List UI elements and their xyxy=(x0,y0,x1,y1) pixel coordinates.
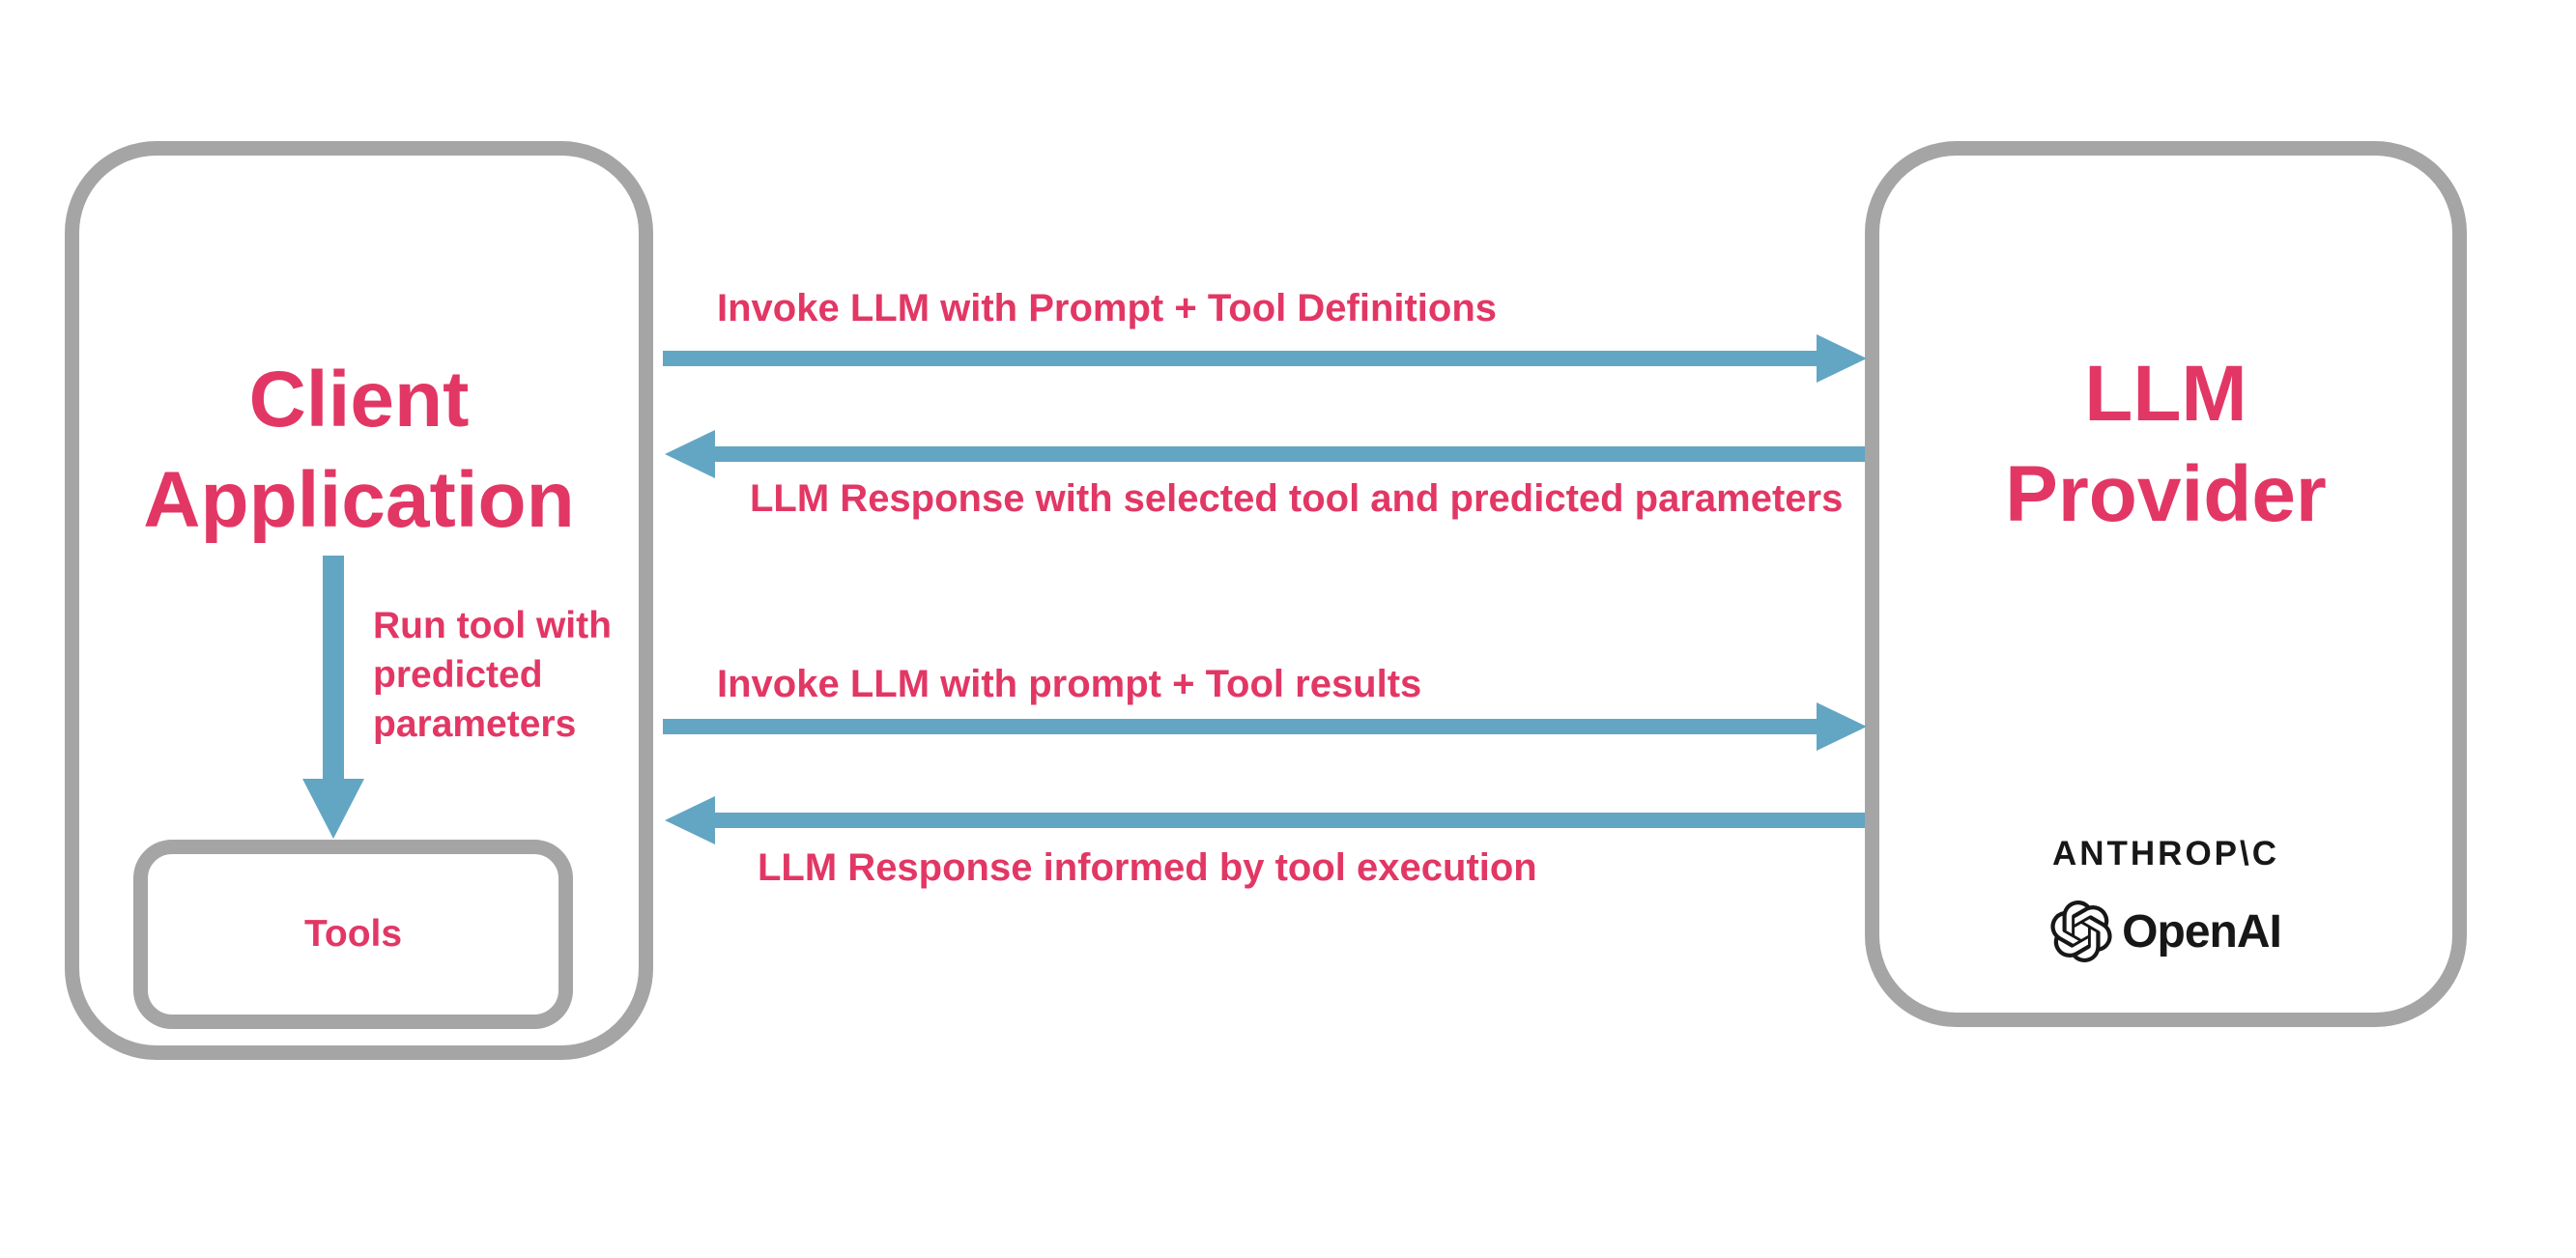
arrow-4-bar xyxy=(715,813,1865,828)
arrow-1-right-head-icon xyxy=(1817,334,1867,383)
message-label-invoke-results: Invoke LLM with prompt + Tool results xyxy=(717,663,1422,705)
llm-title-line1: LLM xyxy=(2084,350,2247,438)
arrow-1-bar xyxy=(663,351,1818,366)
run-tool-arrow-head-icon xyxy=(302,779,364,839)
arrow-2-left-head-icon xyxy=(665,430,715,478)
client-application-title: Client Application xyxy=(65,350,653,551)
llm-provider-box xyxy=(1865,141,2467,1027)
arrow-2-bar xyxy=(715,446,1865,462)
run-tool-note-line1: Run tool with xyxy=(373,605,612,646)
arrow-3-bar xyxy=(663,719,1818,734)
openai-logo: OpenAI xyxy=(1865,901,2467,962)
arrow-3-right-head-icon xyxy=(1817,702,1867,751)
tools-label: Tools xyxy=(303,913,403,955)
openai-logo-text: OpenAI xyxy=(2122,905,2282,958)
arrow-4-left-head-icon xyxy=(665,796,715,844)
llm-provider-title: LLM Provider xyxy=(1865,344,2467,545)
message-label-response-parameters: LLM Response with selected tool and pred… xyxy=(750,477,1844,520)
anthropic-logo: ANTHROP\C xyxy=(2051,835,2280,872)
tools-box: Tools xyxy=(133,840,573,1029)
client-title-line2: Application xyxy=(143,456,575,544)
run-tool-note-line2: predicted xyxy=(373,654,543,696)
llm-title-line2: Provider xyxy=(2005,450,2327,538)
message-label-response-execution: LLM Response informed by tool execution xyxy=(758,846,1537,889)
run-tool-note-line3: parameters xyxy=(373,703,577,745)
message-label-invoke-definitions: Invoke LLM with Prompt + Tool Definition… xyxy=(717,287,1498,329)
openai-icon xyxy=(2050,901,2112,962)
client-title-line1: Client xyxy=(248,356,470,443)
run-tool-arrow-bar xyxy=(323,556,344,780)
run-tool-note: Run tool with predicted parameters xyxy=(373,601,612,749)
